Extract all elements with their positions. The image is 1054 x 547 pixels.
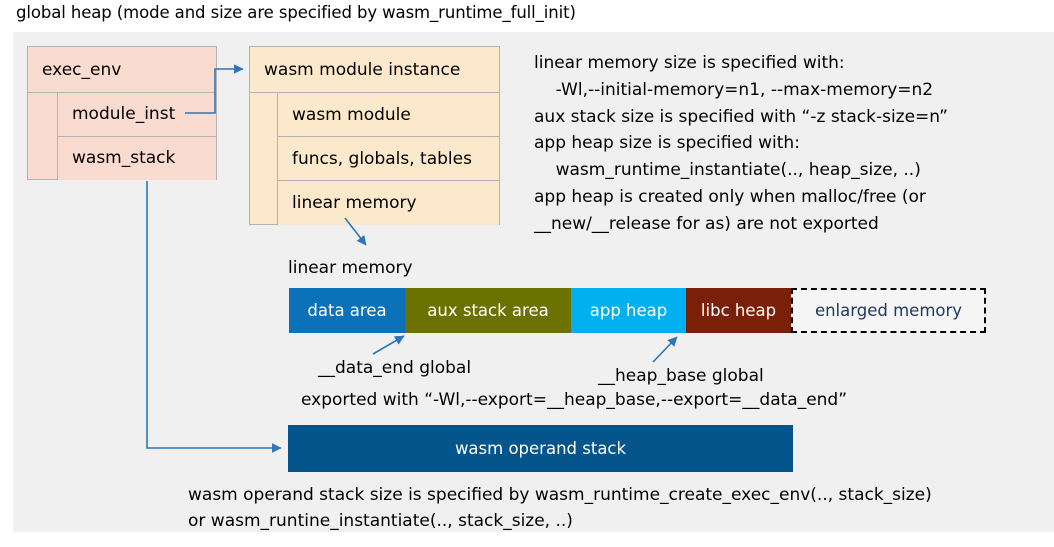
- exec-env-gutter: [28, 93, 58, 180]
- annotation-data-end: __data_end global: [318, 358, 472, 378]
- linear-memory-label: linear memory: [288, 258, 413, 278]
- segment-aux-stack-area: aux stack area: [405, 288, 571, 333]
- field-linear-memory: linear memory: [278, 181, 499, 225]
- annotation-exported: exported with “-Wl,--export=__heap_base,…: [301, 390, 848, 410]
- wasm-module-instance-header: wasm module instance: [250, 47, 499, 93]
- segment-libc-heap: libc heap: [686, 288, 791, 333]
- linear-memory-bar: data area aux stack area app heap libc h…: [289, 288, 986, 333]
- wasm-module-instance-rows: wasm module funcs, globals, tables linea…: [278, 93, 499, 225]
- linear-memory-info-text: linear memory size is specified with: -W…: [534, 53, 948, 234]
- exec-env-field-module-inst: module_inst: [58, 93, 216, 137]
- exec-env-field-wasm-stack: wasm_stack: [58, 136, 216, 180]
- wasm-module-instance-body: wasm module funcs, globals, tables linea…: [250, 93, 499, 225]
- annotation-heap-base: __heap_base global: [598, 366, 764, 386]
- segment-data-area: data area: [289, 288, 405, 333]
- wasm-module-instance-gutter: [250, 93, 278, 225]
- operand-stack-info-text: wasm operand stack size is specified by …: [188, 485, 932, 531]
- exec-env-body: module_inst wasm_stack: [28, 93, 216, 180]
- page-title: global heap (mode and size are specified…: [16, 3, 576, 22]
- exec-env-header: exec_env: [28, 47, 216, 93]
- exec-env-box: exec_env module_inst wasm_stack: [27, 46, 217, 180]
- wasm-module-instance-box: wasm module instance wasm module funcs, …: [249, 46, 500, 225]
- field-funcs-globals-tables: funcs, globals, tables: [278, 137, 499, 181]
- segment-app-heap: app heap: [571, 288, 686, 333]
- exec-env-rows: module_inst wasm_stack: [58, 93, 216, 180]
- wasm-operand-stack-box: wasm operand stack: [288, 425, 793, 472]
- segment-enlarged-memory: enlarged memory: [791, 288, 986, 333]
- field-wasm-module: wasm module: [278, 93, 499, 137]
